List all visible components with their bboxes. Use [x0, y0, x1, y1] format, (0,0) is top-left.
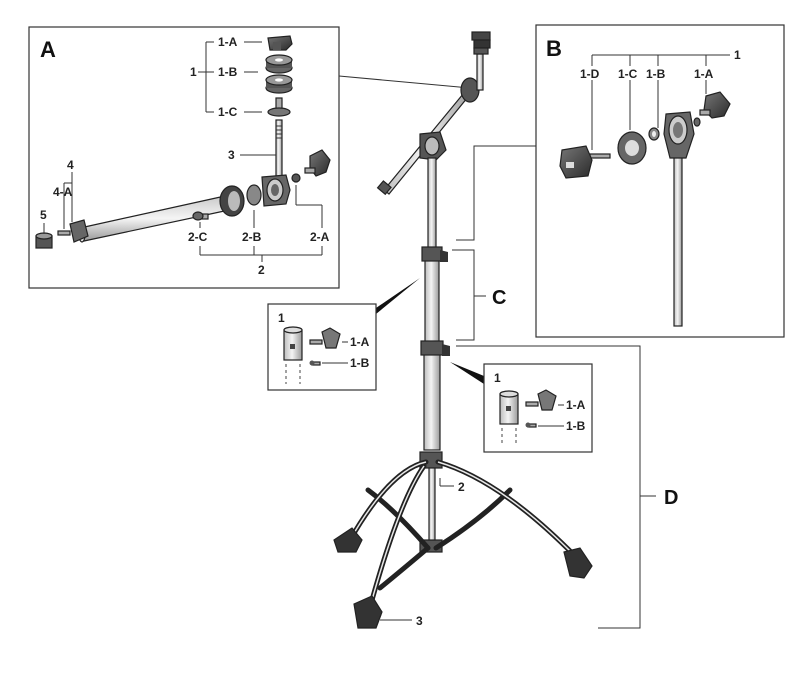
label-b-1d: 1-D	[580, 67, 600, 81]
height-clamp-c	[283, 326, 303, 384]
panel-a-leaders	[43, 172, 323, 262]
detail-d-label-1a: 1-A	[566, 398, 586, 412]
connector-b	[456, 145, 536, 241]
label-3: 3	[416, 614, 423, 628]
felt-washer-top	[265, 54, 293, 74]
label-d: D	[664, 487, 678, 509]
label-b-1c: 1-C	[618, 67, 638, 81]
detail-d: 1 1-A 1-B	[483, 363, 593, 453]
pointer-c	[376, 278, 420, 314]
label-b-1b: 1-B	[646, 67, 666, 81]
label-a-2a: 2-A	[310, 230, 330, 244]
wing-nut	[267, 35, 293, 51]
detail-d-label-1: 1	[494, 371, 501, 385]
detail-c-frame	[267, 303, 377, 391]
panel-b-title: B	[546, 36, 562, 61]
label-a-2c: 2-C	[188, 230, 208, 244]
rod-clamp-washer	[648, 127, 660, 141]
label-a-2b: 2-B	[242, 230, 262, 244]
panel-a-frame	[28, 26, 340, 289]
detail-c-label-1b: 1-B	[350, 356, 370, 370]
wing-bolt-c	[309, 327, 341, 349]
label-b-1a: 1-A	[694, 67, 714, 81]
foot-right	[563, 547, 593, 579]
wing-bolt-d	[525, 389, 557, 411]
detail-c-label-1: 1	[278, 311, 285, 325]
detail-c-label-1a: 1-A	[350, 335, 370, 349]
label-a-4a: 4-A	[53, 185, 73, 199]
screw-d	[525, 422, 537, 428]
label-a-5: 5	[40, 208, 47, 222]
panel-b-frame	[535, 24, 785, 338]
detail-d-label-1b: 1-B	[566, 419, 586, 433]
label-c: C	[492, 287, 506, 309]
end-cap	[35, 232, 53, 249]
cymbal-stand	[333, 31, 593, 629]
tilter-wing-bolt	[291, 149, 331, 183]
rod-clamp-body	[617, 131, 647, 165]
foot-front	[353, 595, 383, 629]
label-a-4: 4	[67, 158, 74, 172]
label-a-1b: 1-B	[218, 65, 238, 79]
label-a-1c: 1-C	[218, 105, 238, 119]
cymbal-rod	[275, 119, 283, 179]
panel-a-title: A	[40, 37, 56, 62]
panel-b: B 1 1-D 1-C 1-B 1-A	[535, 24, 785, 338]
bracket-c	[452, 249, 475, 341]
height-clamp-d	[499, 390, 519, 446]
bracket-d	[456, 345, 641, 629]
screw-c	[309, 360, 321, 366]
rod-clamp-bracket	[559, 145, 611, 179]
detail-c: 1 1-A 1-B	[267, 303, 377, 391]
pointer-d	[450, 362, 484, 384]
label-a-3: 3	[228, 148, 235, 162]
tilter-screw	[192, 211, 209, 221]
label-a-2: 2	[258, 263, 265, 277]
panel-a: A 1 1-A 1-B 1-C	[28, 26, 340, 289]
connector-a	[338, 75, 471, 89]
vertical-rod	[663, 111, 695, 327]
bracket-1	[198, 41, 262, 113]
rod-wing-bolt	[693, 91, 731, 127]
label-a-1a: 1-A	[218, 35, 238, 49]
label-b-1: 1	[734, 48, 741, 62]
foot-left	[333, 527, 363, 553]
label-a-1: 1	[190, 65, 197, 79]
cymbal-sleeve	[267, 97, 291, 117]
felt-washer-bottom	[265, 74, 293, 94]
panel-b-bracket	[591, 54, 730, 150]
arm-clamp	[57, 219, 89, 243]
label-2: 2	[458, 480, 465, 494]
tilter-assembly	[219, 174, 291, 217]
